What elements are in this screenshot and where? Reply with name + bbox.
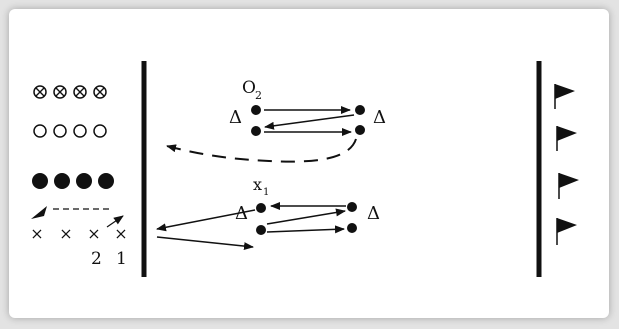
flag-icon (554, 84, 575, 109)
flag-icon (558, 173, 579, 199)
diagram-frame: × × × × 2 1 O 2 Δ Δ x 1 Δ Δ (9, 9, 609, 318)
flag-icon (556, 126, 577, 151)
player-dot (347, 223, 357, 233)
player-dot (251, 126, 261, 136)
label-number-1: 1 (116, 249, 127, 269)
filled-circle-icon (32, 173, 48, 189)
label-x1-subscript: 1 (263, 187, 269, 198)
cone-icon: Δ (367, 203, 380, 224)
row-filled-circles (32, 173, 114, 189)
cross-icon: × (87, 224, 100, 243)
filled-circle-icon (76, 173, 92, 189)
player-dot (347, 202, 357, 212)
run-arrow (156, 236, 254, 251)
run-arrow (266, 225, 345, 234)
row-crosses: × × × × (30, 224, 127, 243)
cross-icon: × (114, 224, 127, 243)
player-dot (355, 125, 365, 135)
filled-circle-icon (54, 173, 70, 189)
open-circle-icon (33, 124, 47, 138)
cone-icon: Δ (229, 107, 242, 128)
crossed-circle-icon (73, 85, 87, 99)
flag-icon (556, 218, 577, 245)
cone-icon: Δ (373, 107, 386, 128)
diagonal-arrow (106, 215, 124, 228)
label-x1: x (253, 175, 262, 194)
open-circle-icon (93, 124, 107, 138)
player-dot (355, 105, 365, 115)
label-o2: O (242, 78, 256, 98)
label-number-2: 2 (91, 249, 102, 269)
pass-arrow (266, 208, 346, 225)
label-o2-subscript: 2 (255, 89, 262, 102)
player-dot (256, 225, 266, 235)
open-circle-icon (73, 124, 87, 138)
pass-arrow (156, 209, 256, 232)
pass-arrow (264, 114, 355, 130)
cross-icon: × (30, 224, 43, 243)
crossed-circle-icon (93, 85, 107, 99)
drill-diagram: × × × × 2 1 O 2 Δ Δ x 1 Δ Δ (30, 61, 579, 277)
arrowhead-icon (31, 206, 47, 219)
cross-icon: × (59, 224, 72, 243)
crossed-circle-icon (53, 85, 67, 99)
flags (554, 84, 579, 245)
player-dot (256, 203, 266, 213)
player-dot (251, 105, 261, 115)
cone-icon: Δ (235, 203, 248, 224)
crossed-circle-icon (33, 85, 47, 99)
filled-circle-icon (98, 173, 114, 189)
row-open-circles (33, 124, 107, 138)
open-circle-icon (53, 124, 67, 138)
row-crossed-circles (33, 85, 107, 99)
dashed-return-curve (166, 138, 357, 163)
